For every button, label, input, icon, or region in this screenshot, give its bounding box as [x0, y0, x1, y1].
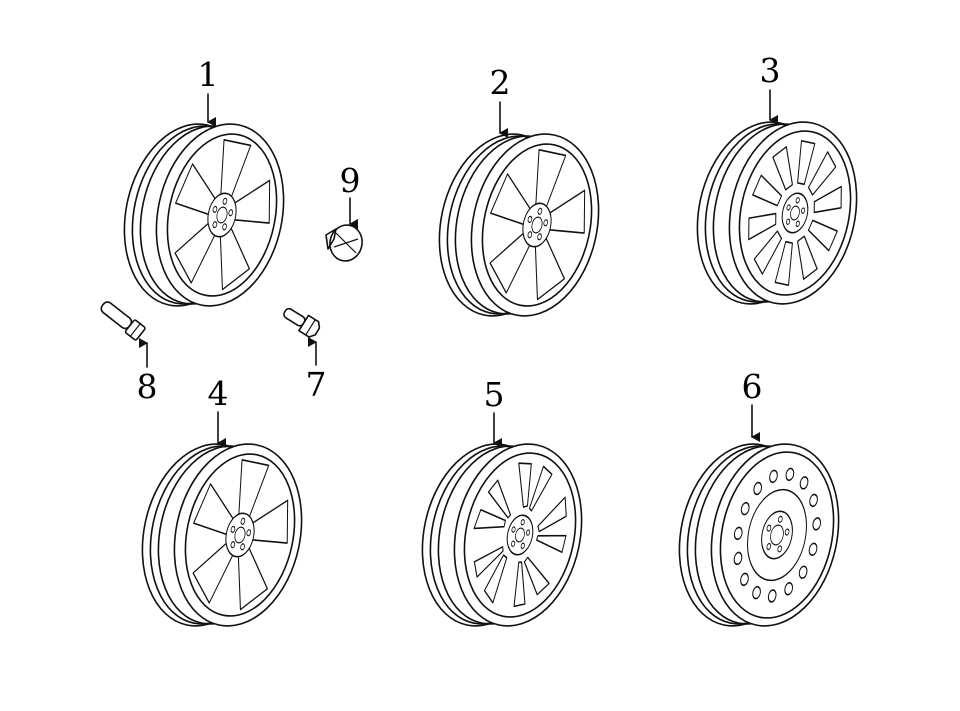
callout-7: 7	[305, 365, 327, 404]
wheel-3	[681, 110, 873, 316]
lug-bolt-8	[100, 301, 146, 341]
callout-5: 5	[483, 375, 505, 414]
callout-3: 3	[759, 51, 781, 90]
callout-6: 6	[741, 367, 763, 406]
callout-2: 2	[489, 63, 511, 102]
wheel-5	[406, 432, 598, 638]
callout-4: 4	[207, 374, 229, 413]
wheel-4	[126, 432, 318, 638]
wheel-6	[663, 432, 855, 638]
callout-1: 1	[197, 55, 219, 94]
wheel-1	[108, 112, 300, 318]
center-cap	[325, 224, 363, 262]
callout-9: 9	[339, 161, 361, 200]
lug-bolt-7	[283, 307, 321, 338]
wheel-2	[423, 122, 615, 328]
callout-8: 8	[136, 367, 158, 406]
